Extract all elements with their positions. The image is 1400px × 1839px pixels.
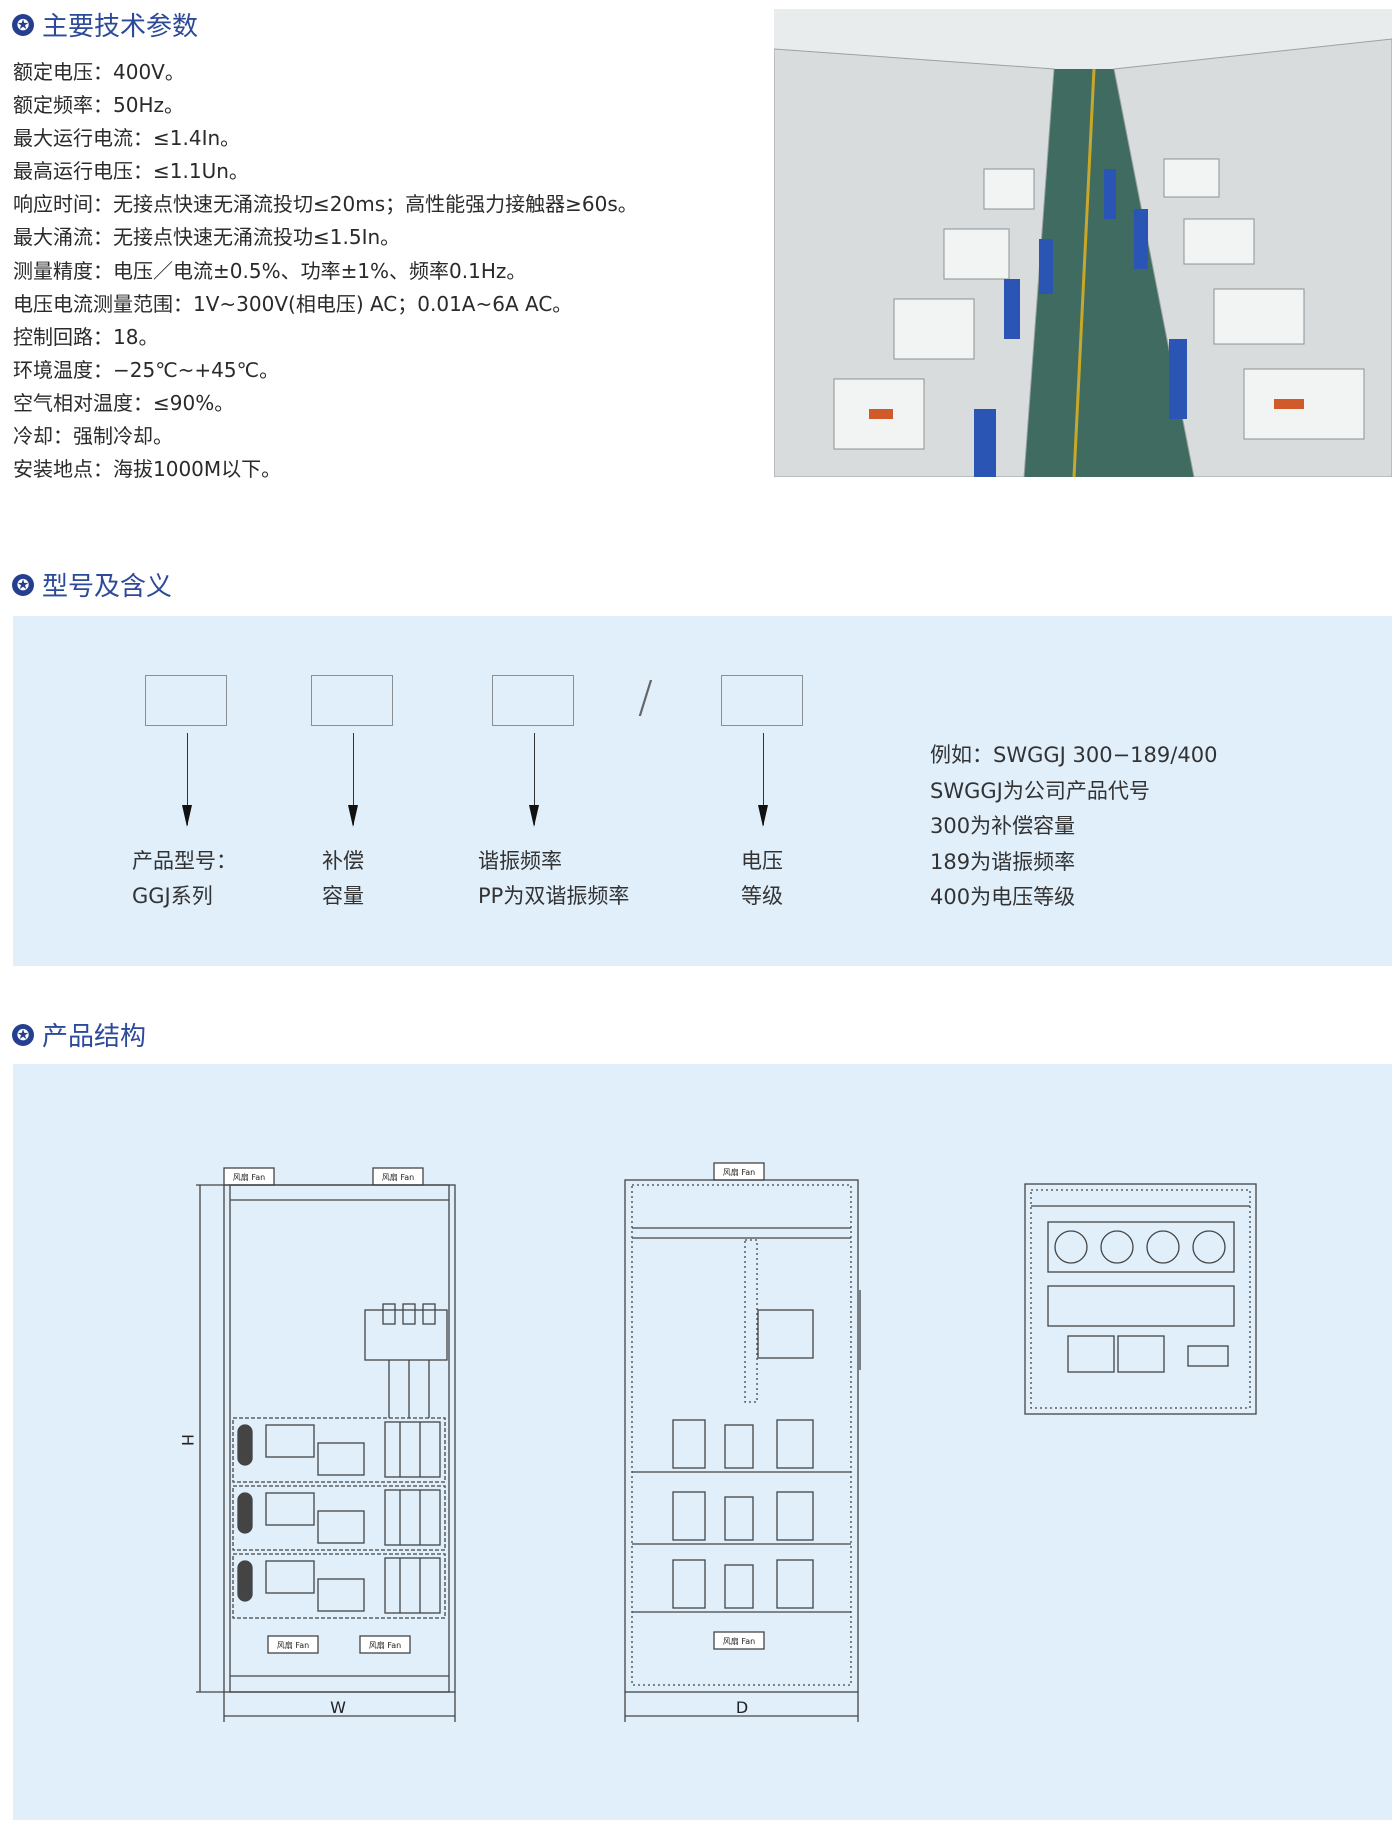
spec-item: 空气相对温度：≤90%。	[13, 390, 235, 415]
arrow-down-icon	[182, 733, 192, 827]
section-heading-specs: ✪ 主要技术参数	[12, 6, 198, 43]
example-line: 300为补偿容量	[930, 814, 1076, 838]
example-line: 400为电压等级	[930, 885, 1076, 909]
spec-item: 最大涌流：无接点快速无涌流投功≤1.5In。	[13, 225, 401, 250]
star-icon: ✪	[12, 13, 34, 36]
fan-label: 风扇 Fan	[233, 1172, 265, 1182]
model-label-type: 产品型号： GGJ系列	[132, 844, 237, 914]
dimension-height: H	[178, 1434, 197, 1446]
spec-item: 控制回路：18。	[13, 324, 159, 349]
fan-label: 风扇 Fan	[277, 1640, 309, 1650]
spec-item: 环境温度：−25℃~+45℃。	[13, 357, 280, 382]
label-line: PP为双谐振频率	[478, 884, 630, 908]
front-view-drawing	[196, 1167, 456, 1722]
section-title: 产品结构	[42, 1022, 147, 1052]
label-line: GGJ系列	[132, 884, 213, 908]
spec-item: 测量精度：电压／电流±0.5%、功率±1%、频率0.1Hz。	[13, 258, 527, 283]
label-line: 谐振频率	[478, 849, 562, 873]
arrow-down-icon	[348, 733, 358, 827]
model-label-voltage: 电压 等级	[741, 844, 783, 914]
fan-label: 风扇 Fan	[382, 1172, 414, 1182]
model-code-box-frequency	[492, 675, 574, 726]
dimension-width: W	[330, 1698, 346, 1717]
section-heading-model: ✪ 型号及含义	[12, 566, 172, 603]
model-code-box-capacity	[311, 675, 393, 726]
arrow-down-icon	[758, 733, 768, 827]
spec-list: 额定电压：400V。 额定频率：50Hz。 最大运行电流：≤1.4In。 最高运…	[13, 56, 638, 486]
star-icon: ✪	[12, 573, 34, 596]
model-separator: /	[638, 672, 653, 723]
spec-item: 最大运行电流：≤1.4In。	[13, 126, 241, 151]
model-label-capacity: 补偿 容量	[322, 844, 364, 914]
model-panel	[13, 616, 1392, 966]
top-view-drawing	[1024, 1183, 1257, 1415]
spec-item: 安装地点：海拔1000M以下。	[13, 457, 282, 482]
example-line: 189为谐振频率	[930, 849, 1076, 874]
spec-item: 电压电流测量范围：1V~300V(相电压) AC；0.01A~6A AC。	[13, 291, 573, 316]
spec-item: 额定频率：50Hz。	[13, 93, 184, 118]
arrow-down-icon	[529, 733, 539, 827]
spec-item: 额定电压：400V。	[13, 60, 185, 84]
spec-item: 冷却：强制冷却。	[13, 424, 173, 449]
label-line: 容量	[322, 884, 364, 908]
model-label-frequency: 谐振频率 PP为双谐振频率	[478, 844, 629, 914]
dimension-depth: D	[736, 1698, 748, 1717]
star-icon: ✪	[12, 1023, 34, 1046]
spec-item: 响应时间：无接点快速无涌流投切≤20ms；高性能强力接触器≥60s。	[13, 192, 638, 217]
spec-item: 最高运行电压：≤1.1Un。	[13, 159, 249, 184]
example-line: SWGGJ为公司产品代号	[930, 778, 1150, 803]
side-view-drawing	[624, 1162, 861, 1722]
label-line: 等级	[741, 884, 783, 908]
fan-label: 风扇 Fan	[723, 1167, 755, 1177]
fan-label: 风扇 Fan	[723, 1636, 755, 1646]
model-code-box-type	[145, 675, 227, 726]
section-heading-structure: ✪ 产品结构	[12, 1016, 146, 1053]
fan-label: 风扇 Fan	[369, 1640, 401, 1650]
model-example: 例如：SWGGJ 300−189/400 SWGGJ为公司产品代号 300为补偿…	[930, 738, 1217, 916]
label-line: 补偿	[322, 849, 364, 873]
section-title: 型号及含义	[42, 572, 173, 602]
label-line: 产品型号：	[132, 849, 237, 873]
factory-photo	[774, 9, 1392, 477]
section-title: 主要技术参数	[42, 12, 199, 42]
example-line: 例如：SWGGJ 300−189/400	[930, 743, 1218, 767]
model-code-box-voltage	[721, 675, 803, 726]
label-line: 电压	[741, 849, 783, 873]
